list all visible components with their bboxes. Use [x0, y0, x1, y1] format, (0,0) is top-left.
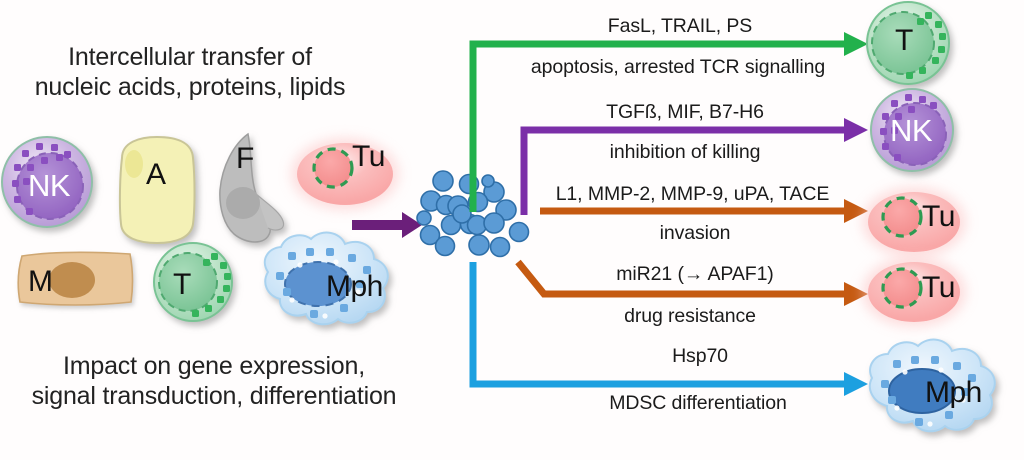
target-cell-tu-invasion: [862, 187, 966, 257]
source-cell-f: [219, 132, 285, 243]
top-caption-line-2: nucleic acids, proteins, lipids: [34, 73, 346, 101]
source-cell-group: [1, 132, 399, 326]
pathway-invasion-effect: invasion: [659, 221, 731, 244]
pathway-arrowhead-apoptosis: [844, 32, 868, 56]
transfer-arrow: [352, 212, 422, 238]
source-cell-nk: [1, 136, 93, 228]
pathway-drug-resistance-effect: drug resistance: [624, 304, 756, 327]
pathway-arrow-mdsc: [469, 262, 850, 388]
source-cell-a: [118, 135, 196, 245]
bottom-caption-line-1: Impact on gene expression,: [63, 351, 365, 380]
pathway-arrowhead-drug-resistance: [844, 282, 868, 306]
source-cell-t: [153, 242, 233, 322]
pathway-arrowhead-invasion: [844, 199, 868, 223]
pathway-mdsc-molecules: Hsp70: [672, 344, 728, 367]
target-cell-mph: [868, 338, 996, 433]
pathway-apoptosis-molecules: FasL, TRAIL, PS: [607, 14, 753, 37]
bottom-caption-line-2: signal transduction, differentiation: [31, 382, 397, 410]
pathway-arrow-apoptosis: [469, 40, 850, 212]
target-cell-group: [862, 1, 996, 433]
top-caption: Intercellular transfer of nucleic acids,…: [20, 36, 360, 108]
pathway-arrow-inhibition: [520, 126, 850, 215]
pathway-apoptosis-effect: apoptosis, arrested TCR signalling: [530, 55, 826, 78]
target-cell-nk: [870, 88, 954, 172]
pathway-arrowhead-inhibition: [844, 118, 868, 142]
pathway-inhibition-molecules: TGFß, MIF, B7-H6: [606, 100, 764, 123]
top-caption-line-1: Intercellular transfer of: [68, 42, 312, 71]
pathway-mdsc-effect: MDSC differentiation: [609, 391, 787, 414]
pathway-arrow-drug-resistance: [515, 259, 850, 298]
pathway-inhibition-effect: inhibition of killing: [609, 140, 761, 163]
source-cell-tu: [291, 138, 399, 210]
pathway-arrowhead-mdsc: [844, 372, 868, 396]
pathway-arrows: [469, 32, 868, 396]
pathway-invasion-molecules: L1, MMP-2, MMP-9, uPA, TACE: [555, 182, 830, 205]
source-cell-mph: [263, 231, 389, 326]
target-cell-tu-drug-resistance: [862, 257, 966, 327]
source-cell-m: [17, 251, 134, 306]
pathway-drug-resistance-molecules: miR21 (→ APAF1): [616, 262, 774, 285]
bottom-caption: Impact on gene expression, signal transd…: [14, 345, 414, 417]
target-cell-t: [866, 1, 950, 85]
